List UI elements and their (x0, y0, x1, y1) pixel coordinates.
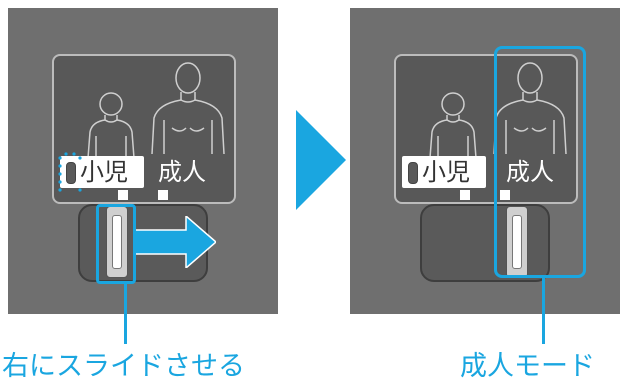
next-step-arrow-icon (296, 110, 346, 210)
knob-highlight-box (96, 204, 136, 284)
device-panel-before: 小児 成人 (8, 8, 278, 314)
child-mode-indicator (66, 162, 76, 184)
mode-slide-switch (420, 204, 550, 282)
position-tick (500, 190, 510, 200)
child-label: 小児 (80, 158, 128, 186)
blink-indicator-icon (58, 152, 82, 192)
adult-mode-highlight-box (494, 46, 586, 278)
child-label: 小児 (422, 158, 470, 186)
position-tick (460, 190, 470, 200)
switch-knob[interactable] (106, 206, 128, 278)
callout-line-right (542, 278, 545, 344)
child-mode-indicator (408, 162, 418, 184)
position-tick (118, 190, 128, 200)
device-panel-after: 小児 成人 (350, 8, 620, 314)
adult-label: 成人 (506, 158, 554, 186)
adult-figure-icon (151, 62, 225, 154)
switch-knob[interactable] (506, 206, 528, 278)
child-figure-icon (87, 92, 135, 158)
caption-slide-right: 右にスライドさせる (2, 351, 245, 382)
caption-adult-mode: 成人モード (460, 351, 595, 382)
position-tick (158, 190, 168, 200)
slide-right-arrow-icon (134, 216, 216, 268)
adult-label: 成人 (158, 158, 206, 186)
child-figure-icon (429, 92, 477, 158)
adult-figure-icon (493, 62, 567, 154)
callout-line-left (124, 284, 127, 344)
